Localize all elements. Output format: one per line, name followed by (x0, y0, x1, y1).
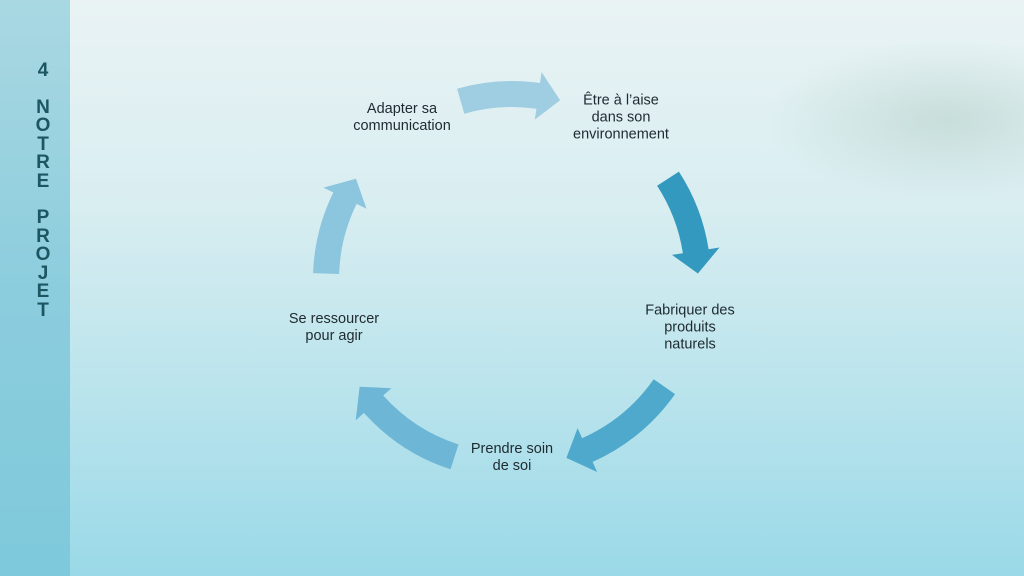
title-word-notre: NOTRE (35, 96, 51, 192)
sidebar: 4 NOTRE PROJET (0, 0, 70, 576)
cycle-arrow (355, 386, 459, 470)
cycle-arrow (313, 178, 367, 274)
step-label-fabriquer: Fabriquer des produits naturels (645, 302, 735, 353)
cycle-arrow (457, 72, 561, 120)
step-label-environnement: Être à l’aise dans son environnement (573, 92, 669, 143)
cycle-arrow (566, 379, 675, 472)
section-number: 4 (37, 60, 49, 81)
title-word-projet: PROJET (35, 207, 51, 321)
section-title: 4 NOTRE PROJET (0, 60, 86, 321)
step-label-prendre-soin: Prendre soin de soi (470, 441, 554, 474)
background-haze (764, 40, 1024, 200)
step-label-communication: Adapter sa communication (353, 101, 451, 134)
step-label-ressourcer: Se ressourcer pour agir (288, 311, 380, 344)
cycle-arrow (657, 171, 720, 274)
